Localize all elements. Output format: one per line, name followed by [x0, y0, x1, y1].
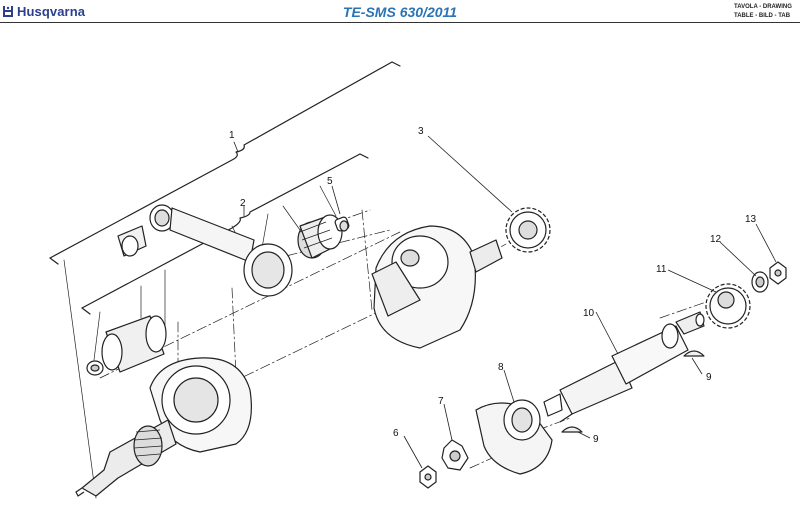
bracket-assembly-2 [81, 153, 361, 309]
callout-1: 1 [229, 130, 235, 141]
small-end-bushing [117, 225, 147, 257]
callout-7: 7 [438, 396, 444, 407]
callout-5: 5 [327, 176, 333, 187]
balancer-nut [769, 261, 787, 285]
balancer-gear [705, 283, 751, 329]
header-divider [0, 22, 800, 23]
callout-9-upper: 9 [706, 372, 712, 383]
callout-12: 12 [710, 234, 722, 245]
brand-logo: Husqvarna [2, 1, 85, 21]
woodruff-key-lower [561, 426, 583, 433]
crank-pin [101, 315, 167, 373]
brand-name: Husqvarna [17, 3, 86, 19]
page-header: Husqvarna TE-SMS 630/2011 TAVOLA - DRAWI… [0, 0, 800, 22]
timing-gear [505, 207, 551, 253]
crankshaft-right-half [371, 225, 503, 349]
callout-2: 2 [240, 198, 246, 209]
callout-6: 6 [393, 428, 399, 439]
husqvarna-crown-icon [3, 6, 13, 17]
woodruff-key-upper [683, 350, 705, 357]
needle-roller-bearing [297, 214, 343, 259]
callout-9-lower: 9 [593, 434, 599, 445]
page-title: TE-SMS 630/2011 [342, 4, 458, 20]
table-label-line-1: TAVOLA - DRAWING [734, 4, 792, 10]
balancer-shaft [543, 311, 705, 423]
table-label: TAVOLA - DRAWING TABLE - BILD - TAB [734, 3, 798, 21]
table-label-line-2: TABLE - BILD - TAB [734, 13, 791, 19]
callout-11: 11 [656, 264, 667, 275]
balancer-weight [475, 399, 553, 475]
thrust-washer [86, 360, 104, 376]
callout-8: 8 [498, 362, 504, 373]
callout-3: 3 [418, 126, 424, 137]
hex-nut [419, 465, 437, 489]
primary-gear-left [133, 425, 163, 467]
bracket-assembly-1 [49, 61, 393, 259]
connecting-rod [149, 204, 293, 297]
flat-washer [751, 271, 769, 293]
tab-lock-washer [441, 439, 469, 471]
crank-pin-small [334, 216, 350, 232]
crankshaft-left-half [75, 357, 252, 497]
callout-10: 10 [583, 308, 595, 319]
callout-13: 13 [745, 214, 757, 225]
